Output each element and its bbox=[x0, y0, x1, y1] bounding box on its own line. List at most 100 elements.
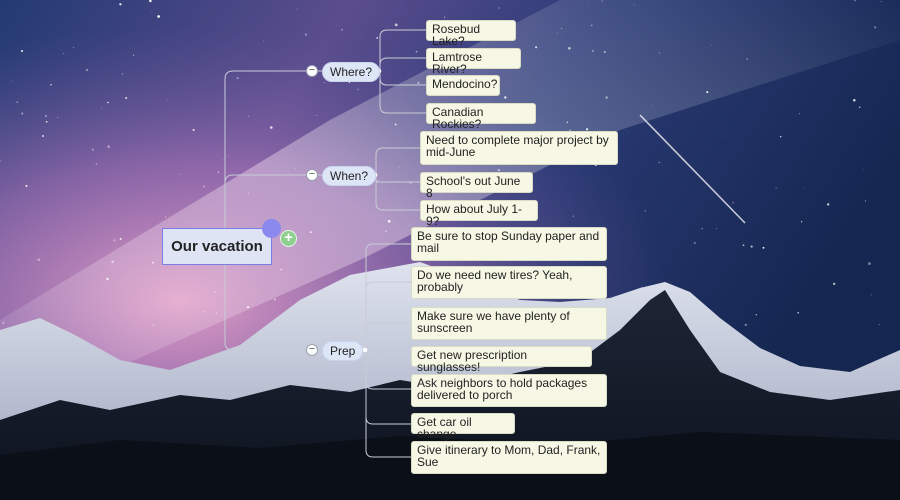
star bbox=[398, 166, 400, 168]
star bbox=[273, 298, 276, 301]
star bbox=[119, 3, 122, 6]
star bbox=[394, 23, 398, 27]
star bbox=[742, 244, 745, 247]
star bbox=[804, 187, 806, 188]
leaf-topic[interactable]: School's out June 8 bbox=[420, 172, 533, 199]
star bbox=[263, 40, 265, 42]
star bbox=[227, 156, 229, 157]
leaf-topic[interactable]: Canadian Rockies? bbox=[426, 103, 536, 130]
star bbox=[870, 294, 872, 296]
star bbox=[16, 101, 19, 104]
leaf-topic[interactable]: Get car oil change bbox=[411, 413, 515, 440]
star bbox=[405, 243, 407, 245]
star bbox=[376, 36, 379, 39]
leaf-topic[interactable]: Mendocino? bbox=[426, 75, 500, 96]
star bbox=[535, 46, 538, 49]
collapse-where-button[interactable]: − bbox=[306, 65, 318, 77]
star bbox=[722, 135, 723, 137]
branch-label: Prep bbox=[330, 344, 356, 358]
leaf-label: Do we need new tires? Yeah, probably bbox=[417, 268, 573, 294]
branch-where[interactable]: Where? bbox=[322, 62, 381, 82]
star bbox=[833, 282, 836, 286]
collapse-prep-button[interactable]: − bbox=[306, 344, 318, 356]
star bbox=[504, 96, 507, 99]
add-topic-button[interactable]: + bbox=[280, 230, 297, 247]
leaf-topic[interactable]: Give itinerary to Mom, Dad, Frank, Sue bbox=[411, 441, 607, 474]
star bbox=[880, 1, 882, 3]
star bbox=[50, 83, 52, 86]
star bbox=[715, 228, 717, 229]
root-topic-handle[interactable] bbox=[262, 219, 281, 238]
leaf-topic[interactable]: Do we need new tires? Yeah, probably bbox=[411, 266, 607, 299]
star bbox=[25, 184, 28, 188]
star bbox=[69, 290, 70, 292]
star bbox=[270, 126, 273, 129]
leaf-label: School's out June 8 bbox=[426, 174, 521, 200]
leaf-label: Mendocino? bbox=[432, 77, 498, 91]
star bbox=[348, 81, 350, 84]
star bbox=[394, 123, 397, 126]
leaf-label: Canadian Rockies? bbox=[432, 105, 484, 131]
star bbox=[800, 221, 803, 223]
star bbox=[744, 323, 747, 327]
star bbox=[341, 28, 343, 31]
leaf-label: Give itinerary to Mom, Dad, Frank, Sue bbox=[417, 443, 601, 469]
leaf-label: Ask neighbors to hold packages delivered… bbox=[417, 376, 588, 402]
star bbox=[107, 145, 111, 148]
star bbox=[152, 261, 154, 264]
star bbox=[85, 68, 89, 72]
star bbox=[572, 215, 574, 217]
star bbox=[659, 52, 660, 54]
star bbox=[41, 134, 44, 138]
root-topic[interactable]: Our vacation bbox=[162, 228, 272, 265]
star bbox=[706, 91, 709, 94]
star bbox=[603, 51, 606, 54]
star bbox=[588, 2, 590, 3]
leaf-topic[interactable]: Get new prescription sunglasses! bbox=[411, 346, 592, 373]
star bbox=[762, 246, 765, 249]
star bbox=[775, 187, 777, 189]
star bbox=[309, 231, 312, 234]
branch-when[interactable]: When? bbox=[322, 166, 377, 186]
collapse-when-button[interactable]: − bbox=[306, 169, 318, 181]
leaf-label: Lamtrose River? bbox=[432, 50, 483, 76]
star bbox=[100, 107, 102, 109]
star bbox=[310, 207, 311, 209]
star bbox=[732, 201, 734, 204]
star bbox=[701, 228, 703, 230]
star bbox=[498, 7, 500, 9]
leaf-topic[interactable]: Need to complete major project by mid-Ju… bbox=[420, 131, 618, 165]
leaf-topic[interactable]: Ask neighbors to hold packages delivered… bbox=[411, 374, 607, 407]
star bbox=[387, 219, 391, 223]
star bbox=[215, 312, 217, 314]
star bbox=[20, 49, 24, 53]
leaf-topic[interactable]: Be sure to stop Sunday paper and mail bbox=[411, 227, 607, 261]
star bbox=[585, 128, 589, 131]
star bbox=[415, 50, 418, 53]
leaf-topic[interactable]: Make sure we have plenty of sunscreen bbox=[411, 307, 607, 340]
leaf-topic[interactable]: Rosebud Lake? bbox=[426, 20, 516, 47]
star bbox=[248, 192, 250, 194]
star bbox=[106, 277, 109, 281]
star bbox=[217, 171, 220, 174]
star bbox=[591, 49, 595, 52]
star bbox=[167, 99, 169, 101]
star bbox=[236, 76, 239, 80]
star bbox=[111, 260, 114, 264]
star bbox=[113, 239, 116, 242]
star bbox=[601, 0, 603, 2]
star bbox=[652, 105, 653, 106]
branch-prep[interactable]: Prep bbox=[322, 341, 364, 361]
leaf-topic[interactable]: Lamtrose River? bbox=[426, 48, 521, 75]
star bbox=[203, 311, 206, 313]
star bbox=[863, 169, 864, 171]
star bbox=[658, 161, 660, 163]
leaf-label: Get car oil change bbox=[417, 415, 472, 441]
star bbox=[304, 33, 308, 36]
star bbox=[91, 148, 95, 151]
star bbox=[294, 168, 296, 169]
star bbox=[239, 315, 241, 316]
leaf-topic[interactable]: How about July 1-9? bbox=[420, 200, 538, 227]
star bbox=[95, 163, 98, 165]
